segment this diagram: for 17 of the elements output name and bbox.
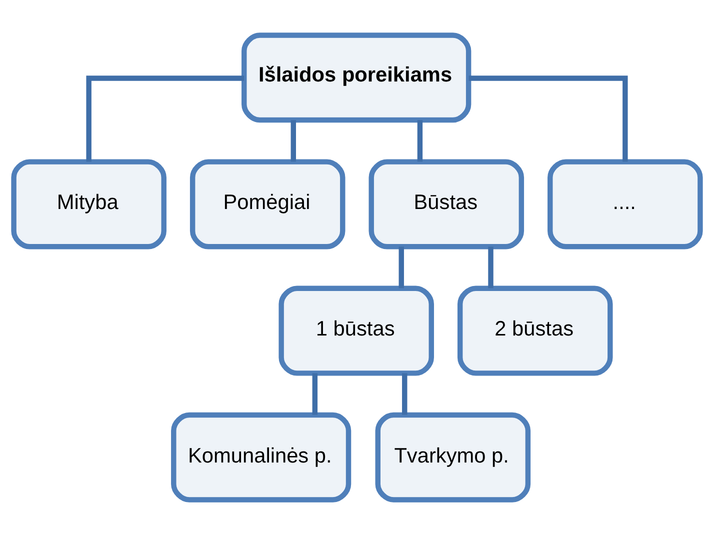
connector <box>290 120 296 162</box>
node-box: Išlaidos poreikiams <box>242 32 472 122</box>
connector <box>488 246 494 288</box>
connector <box>468 75 628 162</box>
node-box: 2 būstas <box>457 285 613 376</box>
connector <box>86 75 244 162</box>
node-box: 1 būstas <box>278 285 434 376</box>
connector <box>312 372 318 414</box>
connector <box>417 120 423 162</box>
node-box: Mityba <box>11 158 166 249</box>
node-box: Komunalinės p. <box>171 412 352 502</box>
node-box: Būstas <box>368 158 524 249</box>
node-box: Pomėgiai <box>190 158 346 249</box>
connector <box>398 246 404 288</box>
node-box: Tvarkymo p. <box>375 412 531 502</box>
connector <box>402 372 408 414</box>
node-box: .... <box>548 158 703 249</box>
